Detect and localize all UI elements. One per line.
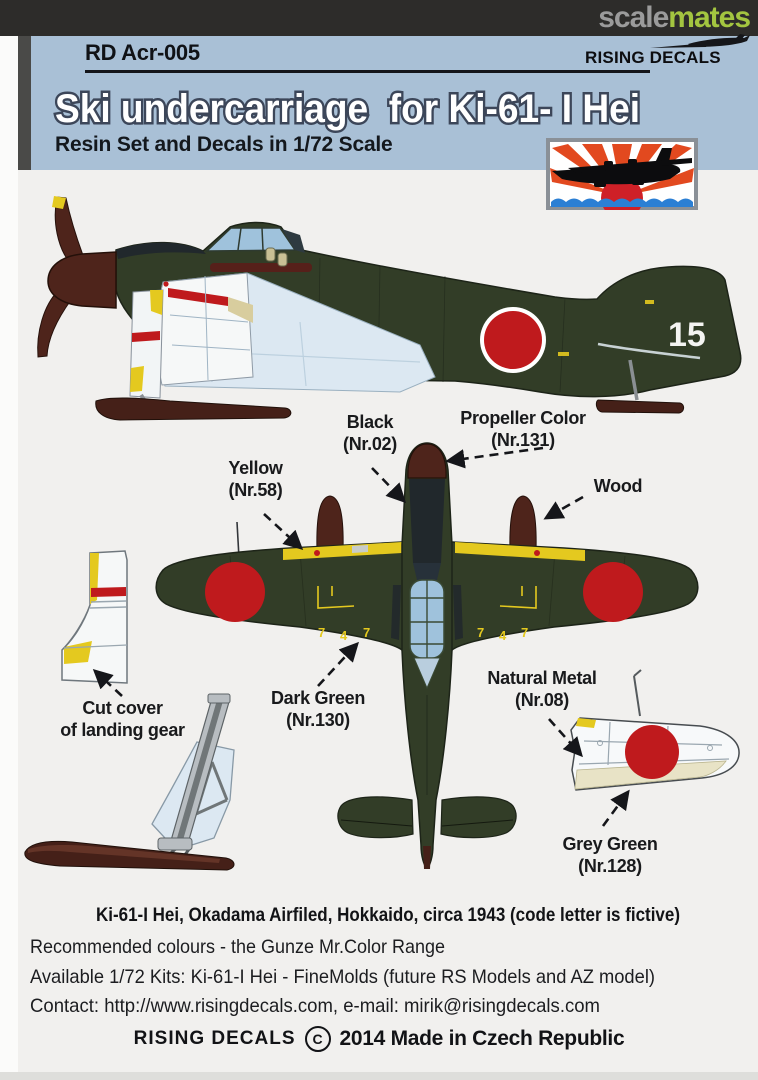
copyright-icon: C	[304, 1026, 331, 1052]
tail-ski-top-icon	[423, 846, 431, 869]
footer-line-colours: Recommended colours - the Gunze Mr.Color…	[30, 936, 445, 958]
yellow-id-strips	[283, 542, 585, 561]
svg-text:7: 7	[477, 625, 484, 640]
arrow-grey-green-callout	[601, 789, 630, 827]
svg-text:7: 7	[363, 625, 370, 640]
callout-grey-green: Grey Green (Nr.128)	[562, 834, 658, 876]
tail-ski-icon	[595, 399, 685, 414]
side-profile-illustration: 15	[37, 196, 742, 421]
callout-dark-green: Dark Green (Nr.130)	[270, 688, 366, 730]
scan-edge-left-white	[0, 36, 18, 1076]
footer-brand-line: RISING DECALS C 2014 Made in Czech Repub…	[0, 1026, 758, 1052]
scan-edge-left-dark	[18, 36, 31, 170]
scalemates-watermark: scalemates	[598, 3, 758, 33]
propeller-blade-top-icon	[316, 495, 537, 553]
watermark-part-2: mates	[668, 1, 751, 34]
canopy-side	[205, 227, 305, 253]
arrow-natural-metal-callout	[548, 718, 583, 758]
footer-line-kits: Available 1/72 Kits: Ki-61-I Hei - FineM…	[30, 966, 655, 988]
top-view-illustration: 7 4 7 7 4 7	[155, 442, 699, 869]
arrow-black-callout	[371, 467, 407, 504]
watermark-bar: scalemates	[0, 0, 758, 36]
rising-sun-logo	[546, 138, 698, 210]
svg-text:7: 7	[318, 625, 325, 640]
arrow-cut-cover-callout	[92, 669, 123, 697]
hinomaru-roundel-left-wing	[205, 562, 265, 622]
hinomaru-roundel-wingtip	[625, 725, 679, 779]
tailplanes-top	[337, 796, 517, 839]
arrow-propeller-color-callout	[445, 446, 544, 469]
brand-logotype: RISING DECALS	[585, 48, 721, 67]
wing-stencil-glyphs: 7 4 7 7 4 7	[318, 625, 528, 643]
cut-cover-drawing	[61, 550, 128, 684]
tail-number: 15	[668, 316, 706, 354]
scan-edge-bottom	[0, 1072, 758, 1080]
wingtip-underside-drawing	[570, 669, 740, 791]
ski-gear-drawing	[24, 693, 235, 871]
svg-text:4: 4	[499, 628, 507, 643]
waves-icon	[551, 198, 693, 207]
arrow-yellow-callout	[263, 513, 304, 550]
footer-copyright-text: 2014 Made in Czech Republic	[339, 1027, 625, 1050]
hinomaru-roundel-right-wing	[583, 562, 643, 622]
arrow-dark-green-callout	[317, 641, 359, 687]
svg-text:7: 7	[521, 625, 528, 640]
svg-text:4: 4	[340, 628, 348, 643]
rising-decals-plane-icon	[650, 34, 750, 48]
hinomaru-roundel-side	[480, 307, 546, 373]
sheet-title-svg: Ski undercarriage for Ki-61- I Hei	[53, 85, 643, 134]
gear-leg-cover-side	[129, 289, 164, 399]
header-rule	[85, 70, 650, 73]
canopy-top	[409, 563, 445, 690]
callout-black: Black (Nr.02)	[343, 412, 397, 454]
footer-caption: Ki-61-I Hei, Okadama Airfiled, Hokkaido,…	[96, 905, 680, 926]
front-ski-icon	[95, 397, 292, 421]
callout-wood: Wood	[593, 476, 643, 496]
footer-line-contact: Contact: http://www.risingdecals.com, e-…	[30, 995, 600, 1017]
product-code: RD Acr-005	[85, 40, 200, 65]
spinner-icon	[47, 251, 117, 309]
page-title: Ski undercarriage for Ki-61- I Hei	[55, 87, 640, 131]
flying-boat-silhouette-icon	[552, 148, 692, 187]
footer-brand: RISING DECALS	[133, 1028, 296, 1049]
callout-natural-metal: Natural Metal (Nr.08)	[487, 668, 597, 710]
callout-cut-cover: Cut cover of landing gear	[60, 698, 185, 740]
footer-text-block: Ki-61-I Hei, Okadama Airfiled, Hokkaido,…	[30, 905, 680, 1017]
callout-propeller-color: Propeller Color (Nr.131)	[460, 408, 586, 450]
page-subtitle: Resin Set and Decals in 1/72 Scale	[55, 133, 393, 156]
watermark-part-1: scale	[598, 1, 669, 34]
wing-stencil-lines	[317, 586, 537, 609]
callout-yellow: Yellow (Nr.58)	[228, 458, 283, 500]
arrow-wood-callout	[543, 495, 584, 520]
